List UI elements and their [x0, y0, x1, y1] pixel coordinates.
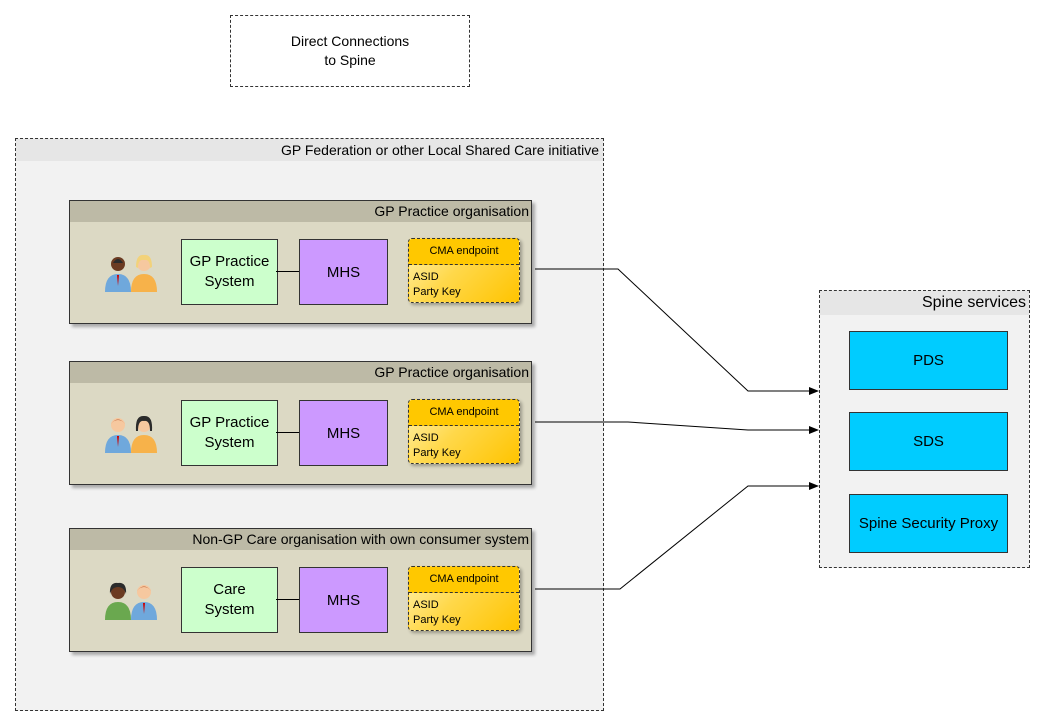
federation-label: GP Federation or other Local Shared Care… [16, 139, 603, 161]
cma-party-key: Party Key [413, 614, 461, 626]
users-icon [105, 254, 157, 292]
connector-org1-to-spine [535, 268, 819, 395]
cma-endpoint-title: CMA endpoint [409, 239, 519, 265]
service-label: Spine Security Proxy [858, 515, 999, 532]
org-label: GP Practice organisation [70, 362, 531, 383]
title-line-2: to Spine [324, 52, 376, 68]
mhs-box: MHS [299, 239, 388, 305]
service-sds: SDS [849, 412, 1008, 471]
connector-org3-to-spine [535, 482, 819, 590]
cma-party-key: Party Key [413, 286, 461, 298]
users-icon [105, 582, 157, 620]
cma-asid: ASID [413, 271, 439, 283]
service-pds: PDS [849, 331, 1008, 390]
mhs-label: MHS [326, 263, 361, 281]
system-label-line-2: System [204, 601, 255, 618]
connector-org2-to-spine [535, 421, 819, 434]
mhs-label: MHS [326, 424, 361, 442]
org-gp-practice-1: GP Practice organisation GP Practice Sys… [69, 200, 532, 324]
cma-endpoint-title: CMA endpoint [409, 567, 519, 593]
service-label: PDS [913, 352, 944, 369]
system-label-line-2: System [204, 434, 255, 451]
cma-asid: ASID [413, 432, 439, 444]
cma-endpoint: CMA endpoint ASID Party Key [408, 399, 520, 464]
cma-endpoint-title: CMA endpoint [409, 400, 519, 426]
cma-endpoint: CMA endpoint ASID Party Key [408, 238, 520, 303]
title-line-1: Direct Connections [290, 33, 410, 49]
diagram-title-box: Direct Connections to Spine [230, 15, 470, 87]
gp-practice-system-box: GP Practice System [181, 400, 278, 466]
org-gp-practice-2: GP Practice organisation GP Practice Sys… [69, 361, 532, 485]
org-label: Non-GP Care organisation with own consum… [70, 529, 531, 550]
system-label-line-1: GP Practice [189, 253, 270, 270]
system-mhs-link [276, 271, 299, 272]
care-system-box: Care System [181, 567, 278, 633]
cma-asid: ASID [413, 599, 439, 611]
mhs-box: MHS [299, 400, 388, 466]
users-icon [105, 415, 157, 453]
service-label: SDS [913, 433, 944, 450]
system-label-line-1: Care [213, 581, 246, 598]
service-spine-security-proxy: Spine Security Proxy [849, 494, 1008, 553]
cma-endpoint: CMA endpoint ASID Party Key [408, 566, 520, 631]
mhs-label: MHS [326, 591, 361, 609]
system-mhs-link [276, 432, 299, 433]
gp-practice-system-box: GP Practice System [181, 239, 278, 305]
org-non-gp-care: Non-GP Care organisation with own consum… [69, 528, 532, 652]
system-label-line-1: GP Practice [189, 414, 270, 431]
spine-services-label: Spine services [820, 291, 1029, 315]
cma-party-key: Party Key [413, 447, 461, 459]
system-label-line-2: System [204, 273, 255, 290]
org-label: GP Practice organisation [70, 201, 531, 222]
mhs-box: MHS [299, 567, 388, 633]
system-mhs-link [276, 599, 299, 600]
